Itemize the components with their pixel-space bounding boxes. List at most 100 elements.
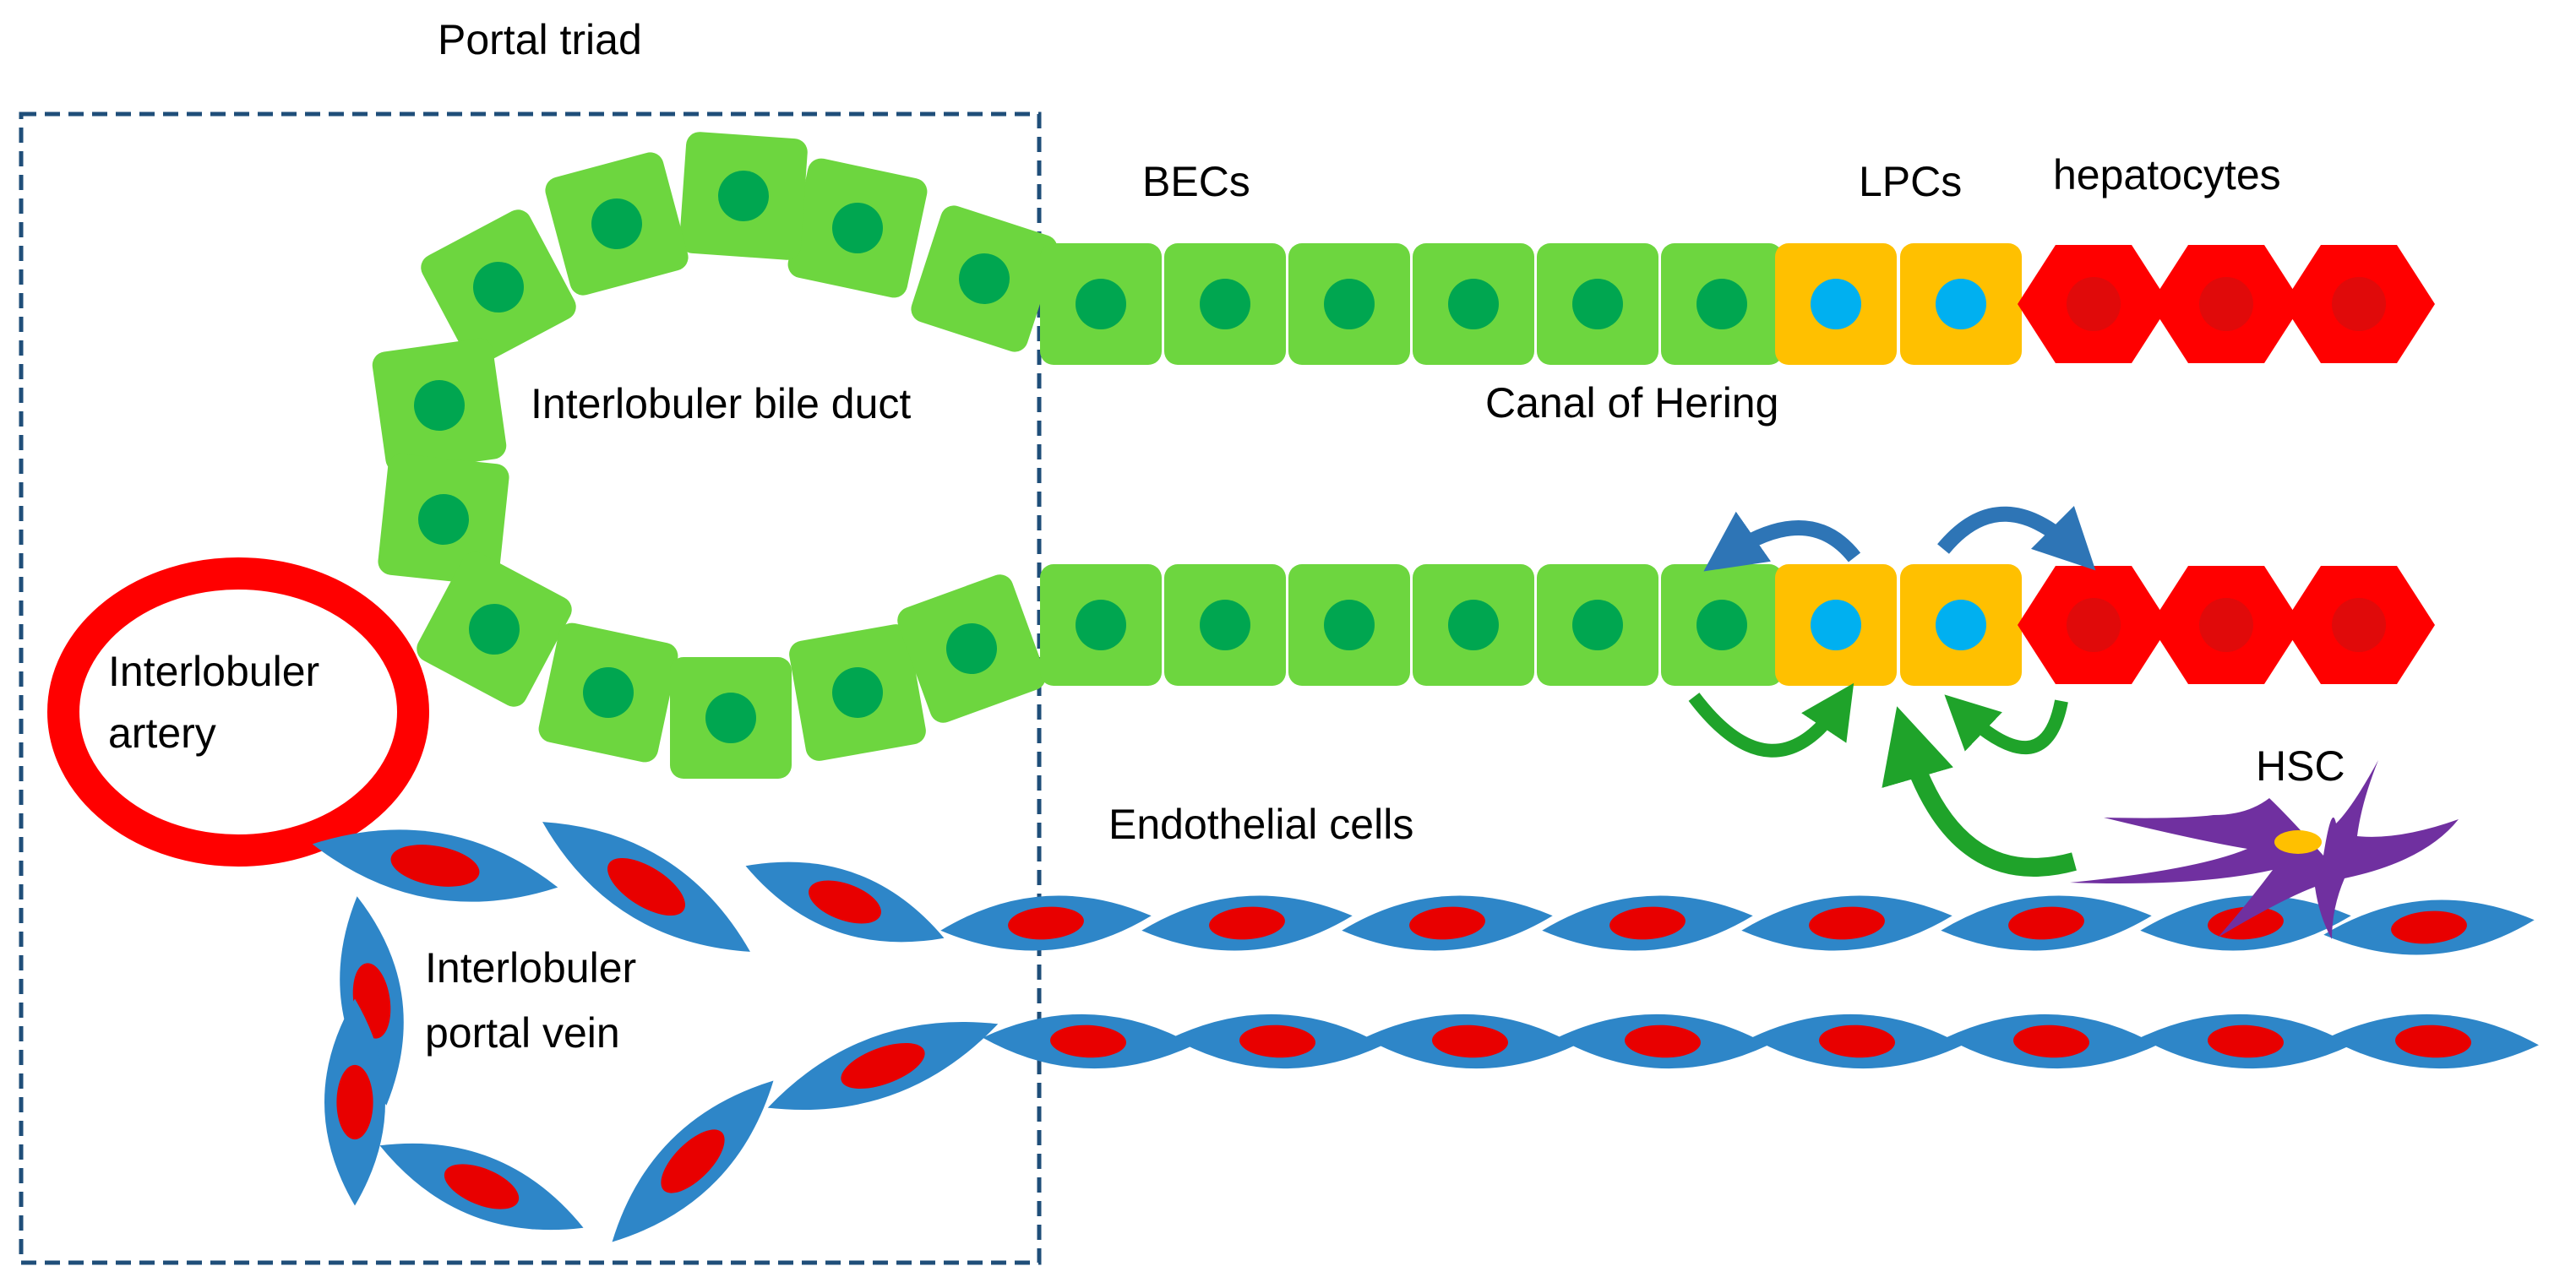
bec-cell-icon bbox=[897, 574, 1046, 723]
endothelial-cell-icon bbox=[2140, 1014, 2351, 1069]
hepatocyte-nucleus bbox=[2199, 598, 2253, 652]
hsc-icon bbox=[2070, 760, 2459, 939]
hepatocyte-nucleus bbox=[2332, 277, 2386, 331]
bec-cell-icon bbox=[1040, 243, 1162, 365]
endothelial-cell-icon bbox=[1364, 1014, 1576, 1069]
hsc-cell bbox=[2070, 760, 2459, 939]
label-artery-line1: Interlobuler bbox=[108, 648, 319, 695]
label-endothelial-cells: Endothelial cells bbox=[1108, 801, 1413, 848]
bec-cell-icon-nucleus bbox=[1572, 279, 1623, 329]
endothelial-cell-icon bbox=[542, 822, 750, 952]
bec-cell-icon-nucleus bbox=[1324, 279, 1375, 329]
endothelial-nucleus bbox=[390, 845, 480, 887]
endothelial-cell-icon bbox=[767, 1022, 999, 1110]
endothelial-cell-icon bbox=[940, 895, 1152, 951]
endothelial-nucleus bbox=[2391, 910, 2467, 944]
bec-cell-icon bbox=[670, 657, 792, 779]
bec-cell-icon-nucleus bbox=[1696, 600, 1747, 650]
curved-arrow-icon bbox=[1703, 511, 1861, 572]
bec-cell-icon-nucleus bbox=[1076, 600, 1126, 650]
endothelial-cell-icon bbox=[379, 1143, 584, 1231]
endothelial-cell-group bbox=[312, 822, 2539, 1242]
lpc-cell-icon-nucleus bbox=[1936, 279, 1986, 329]
label-portal-vein-line1: Interlobuler bbox=[425, 944, 636, 992]
endothelial-cell-icon bbox=[1941, 895, 2152, 951]
bec-cell-icon-nucleus bbox=[473, 262, 524, 312]
lpc-cell-icon-nucleus bbox=[1936, 600, 1986, 650]
endothelial-nucleus bbox=[2208, 1024, 2284, 1058]
bec-cell-icon-nucleus bbox=[959, 253, 1010, 304]
curved-arrow-icon bbox=[1688, 682, 1854, 758]
hepatocyte-nucleus bbox=[2067, 598, 2121, 652]
endothelial-nucleus bbox=[1809, 906, 1885, 940]
bec-cell-icon bbox=[1537, 243, 1658, 365]
bec-cell-icon bbox=[1661, 243, 1783, 365]
endothelial-cell-icon bbox=[312, 829, 558, 902]
curved-arrow-icon bbox=[1944, 694, 2068, 755]
bec-cell-icon bbox=[545, 152, 689, 296]
bec-cell-icon-nucleus bbox=[1200, 279, 1250, 329]
endothelial-cell-icon bbox=[612, 1080, 774, 1242]
endothelial-cell-icon bbox=[2328, 1014, 2539, 1069]
bec-cell-icon-nucleus bbox=[1696, 279, 1747, 329]
label-artery-line2: artery bbox=[108, 709, 216, 757]
endothelial-cell-icon bbox=[2323, 899, 2535, 955]
label-bile-duct: Interlobuler bile duct bbox=[531, 380, 911, 427]
hepatocyte-cell-icon bbox=[2018, 566, 2170, 684]
bec-cell-icon-nucleus bbox=[1448, 600, 1499, 650]
endothelial-nucleus bbox=[1819, 1024, 1895, 1058]
endothelial-nucleus bbox=[336, 1064, 373, 1140]
bec-cell-icon-nucleus bbox=[832, 667, 883, 718]
bec-cell-icon-nucleus bbox=[583, 667, 634, 718]
bec-cell-icon-nucleus bbox=[1448, 279, 1499, 329]
bec-cell-icon bbox=[417, 552, 572, 707]
bec-cell-icon-nucleus bbox=[414, 380, 465, 431]
endothelial-cell-icon bbox=[745, 861, 945, 943]
bec-cell-icon bbox=[789, 624, 926, 761]
endothelial-cell-icon bbox=[324, 998, 385, 1206]
endothelial-nucleus bbox=[2008, 906, 2084, 940]
lpc-cell-icon bbox=[1900, 564, 2022, 686]
lpc-cell-icon bbox=[1775, 243, 1897, 365]
label-hsc: HSC bbox=[2256, 742, 2345, 790]
bec-cell-icon-nucleus bbox=[1324, 600, 1375, 650]
hsc-nucleus bbox=[2274, 830, 2322, 854]
bec-cell-icon-nucleus bbox=[946, 623, 997, 674]
endothelial-nucleus bbox=[1432, 1024, 1508, 1058]
arrow-group bbox=[1688, 505, 2096, 877]
hepatocyte-nucleus bbox=[2332, 598, 2386, 652]
bec-cell-icon bbox=[1164, 564, 1286, 686]
label-becs: BECs bbox=[1142, 158, 1250, 205]
endothelial-cell-icon bbox=[1542, 895, 1753, 951]
bec-cell-icon bbox=[787, 158, 928, 298]
label-portal-triad: Portal triad bbox=[438, 16, 642, 63]
artery-ring bbox=[47, 557, 429, 867]
endothelial-cell-icon bbox=[1172, 1014, 1383, 1069]
endothelial-cell-icon bbox=[1557, 1014, 1768, 1069]
hepatocyte-nucleus bbox=[2067, 277, 2121, 331]
bec-cell-icon bbox=[1288, 564, 1410, 686]
hepatocyte-cell-icon bbox=[2150, 566, 2302, 684]
endothelial-cell-icon bbox=[1946, 1014, 2157, 1069]
label-canal-of-hering: Canal of Hering bbox=[1485, 379, 1778, 427]
label-lpcs: LPCs bbox=[1859, 158, 1962, 205]
endothelial-nucleus bbox=[1625, 1024, 1701, 1058]
endothelial-nucleus bbox=[2013, 1024, 2089, 1058]
endothelial-nucleus bbox=[841, 1042, 925, 1090]
lpc-cell-icon bbox=[1900, 243, 2022, 365]
bec-cell-icon-nucleus bbox=[1076, 279, 1126, 329]
bec-cell-icon bbox=[1164, 243, 1286, 365]
bec-cell-icon-nucleus bbox=[1572, 600, 1623, 650]
hepatocyte-nucleus bbox=[2199, 277, 2253, 331]
endothelial-nucleus bbox=[607, 857, 685, 916]
bec-cell-icon bbox=[1288, 243, 1410, 365]
endothelial-nucleus bbox=[2395, 1024, 2471, 1058]
bec-cell-icon-nucleus bbox=[832, 203, 883, 253]
hepatocyte-cell-icon bbox=[2018, 245, 2170, 363]
bec-cell-icon bbox=[421, 209, 576, 365]
endothelial-cell-icon bbox=[1741, 895, 1952, 951]
endothelial-nucleus bbox=[1209, 906, 1285, 940]
endothelial-nucleus bbox=[661, 1129, 725, 1193]
bec-cell-icon bbox=[538, 622, 678, 763]
bec-cell-icon-nucleus bbox=[591, 198, 642, 249]
